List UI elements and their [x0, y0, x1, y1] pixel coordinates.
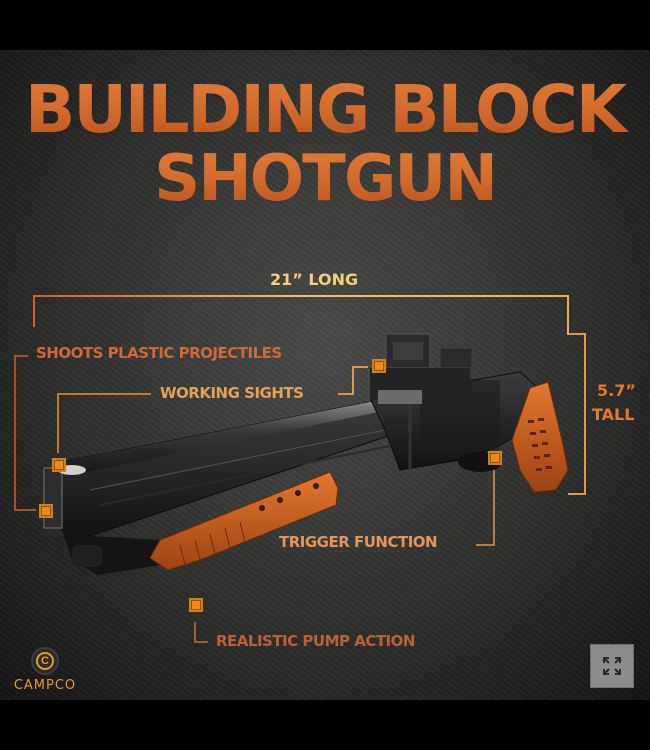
length-right-tick — [567, 295, 569, 335]
pump-leader-vertical — [194, 622, 196, 642]
logo-letter: C — [36, 652, 54, 670]
projectiles-marker — [39, 504, 53, 518]
sights-leader-left — [57, 393, 151, 395]
sights-leader-right-top — [352, 366, 368, 368]
length-left-tick — [33, 295, 35, 327]
projectiles-leader-top — [14, 355, 28, 357]
callout-trigger: TRIGGER FUNCTION — [279, 533, 438, 551]
title-line-1: BUILDING BLOCK — [0, 77, 650, 143]
sights-left-marker — [52, 458, 66, 472]
sights-leader-left-vertical — [57, 393, 59, 453]
height-top-tick — [569, 333, 585, 335]
length-dimension-line — [33, 295, 569, 297]
callout-projectiles: SHOOTS PLASTIC PROJECTILES — [36, 344, 282, 362]
callout-pump: REALISTIC PUMP ACTION — [216, 632, 415, 650]
length-label: 21” LONG — [270, 270, 359, 289]
height-label: TALL — [592, 405, 635, 424]
sights-leader-right — [338, 393, 353, 395]
campco-logo-icon: C — [31, 647, 59, 675]
sights-leader-right-vertical — [352, 366, 354, 395]
trigger-leader-horizontal — [476, 544, 495, 546]
callout-sights: WORKING SIGHTS — [160, 384, 304, 402]
projectiles-leader-bottom — [14, 509, 36, 511]
trigger-marker — [488, 451, 502, 465]
campco-logo: C CAMPCO — [6, 647, 84, 693]
height-dimension-line — [584, 333, 586, 495]
trigger-leader-vertical — [493, 470, 495, 545]
pump-marker — [189, 598, 203, 612]
pump-leader-horizontal — [194, 641, 208, 643]
sights-marker — [372, 359, 386, 373]
height-value: 5.7” — [597, 381, 636, 400]
projectiles-leader-vertical — [14, 355, 16, 511]
product-poster: BUILDING BLOCK SHOTGUN — [0, 50, 650, 700]
brand-name: CAMPCO — [13, 678, 77, 693]
expand-button[interactable] — [590, 644, 634, 688]
height-bottom-tick — [568, 493, 586, 495]
shotgun-illustration — [43, 333, 569, 575]
title-line-2: SHOTGUN — [0, 147, 650, 211]
expand-icon — [603, 657, 621, 675]
